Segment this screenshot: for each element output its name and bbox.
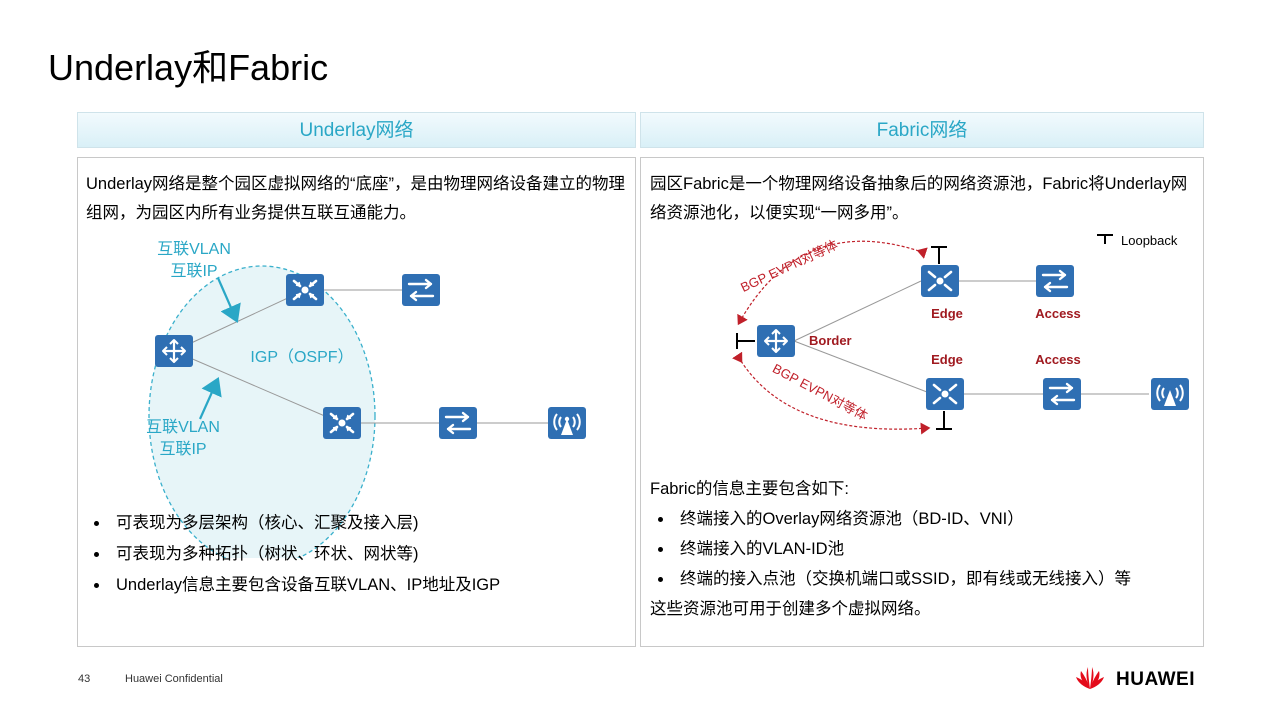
access-label-top: Access: [1035, 306, 1081, 321]
fabric-description: 园区Fabric是一个物理网络设备抽象后的网络资源池，Fabric将Underl…: [650, 175, 1188, 222]
loopback-label: Loopback: [1121, 233, 1178, 248]
bgp-label-bottom: BGP EVPN对等体: [770, 361, 870, 424]
bgp-peer-arc-top: [737, 240, 928, 326]
underlay-bullet-list: 可表现为多层架构（核心、汇聚及接入层) 可表现为多种拓扑（树状、环状、网状等) …: [86, 508, 500, 601]
access-switch-top: [1034, 263, 1076, 299]
access-label-bottom: Access: [1035, 352, 1081, 367]
link: [173, 350, 342, 424]
edge-label-bottom: Edge: [931, 352, 963, 367]
list-item: 终端的接入点池（交换机端口或SSID，即有线或无线接入）等: [650, 564, 1131, 594]
access-switch-bottom: [1041, 376, 1083, 412]
annotation-arrow: [198, 376, 222, 420]
fabric-info-title: Fabric的信息主要包含如下:: [650, 480, 849, 498]
aggregation-switch-bottom: [321, 405, 363, 441]
loopback-marker: [931, 246, 947, 264]
wireless-ap: [547, 406, 587, 440]
igp-domain-ellipse: [148, 265, 376, 558]
bgp-label-top: BGP EVPN对等体: [738, 237, 840, 295]
fabric-bullet-list: 终端接入的Overlay网络资源池（BD-ID、VNI） 终端接入的VLAN-I…: [650, 504, 1131, 594]
page-number: 43: [78, 673, 91, 685]
fabric-panel: 园区Fabric是一个物理网络设备抽象后的网络资源池，Fabric将Underl…: [640, 157, 1204, 647]
brand-name: HUAWEI: [1116, 669, 1195, 690]
loopback-marker: [936, 411, 952, 430]
fabric-tail-text: 这些资源池可用于创建多个虚拟网络。: [650, 600, 931, 618]
list-item: 终端接入的VLAN-ID池: [650, 534, 1131, 564]
underlay-diagram: 互联VLAN 互联IP IGP（OSPF） 互联VLAN 互联IP: [146, 240, 587, 558]
list-item: Underlay信息主要包含设备互联VLAN、IP地址及IGP: [86, 570, 500, 601]
fabric-diagram: Loopback BGP EVPN对等体 BGP EVPN对等体 Border …: [732, 233, 1190, 435]
link: [793, 280, 922, 342]
label-interconnect-vlan-bottom: 互联VLAN: [146, 418, 220, 436]
loopback-marker: [736, 333, 755, 349]
edge-switch-bottom: [924, 376, 966, 412]
edge-switch-top: [919, 263, 961, 299]
label-igp: IGP（OSPF）: [250, 348, 353, 366]
underlay-panel: Underlay网络是整个园区虚拟网络的“底座”，是由物理网络设备建立的物理组网…: [77, 157, 636, 647]
access-switch-top: [400, 272, 442, 308]
access-switch-bottom: [437, 405, 479, 441]
confidential-label: Huawei Confidential: [125, 673, 223, 685]
core-router: [153, 333, 195, 369]
list-item: 终端接入的Overlay网络资源池（BD-ID、VNI）: [650, 504, 1131, 534]
list-item: 可表现为多种拓扑（树状、环状、网状等): [86, 539, 500, 570]
loopback-icon: [1097, 234, 1113, 244]
label-interconnect-ip-top: 互联IP: [170, 262, 217, 280]
huawei-logo-icon: [1076, 667, 1104, 689]
label-interconnect-vlan-top: 互联VLAN: [157, 240, 231, 258]
underlay-description: Underlay网络是整个园区虚拟网络的“底座”，是由物理网络设备建立的物理组网…: [86, 175, 626, 222]
label-interconnect-ip-bottom: 互联IP: [159, 440, 206, 458]
fabric-panel-header: Fabric网络: [640, 112, 1204, 148]
list-item: 可表现为多层架构（核心、汇聚及接入层): [86, 508, 500, 539]
border-label: Border: [809, 333, 852, 348]
bgp-peer-arc-bottom: [732, 351, 931, 435]
annotation-arrow: [216, 277, 241, 324]
edge-label-top: Edge: [931, 306, 963, 321]
aggregation-switch-top: [284, 272, 326, 308]
page-title: Underlay和Fabric: [48, 47, 329, 88]
wireless-ap: [1150, 377, 1190, 411]
border-router: [755, 323, 797, 359]
underlay-panel-header: Underlay网络: [77, 112, 636, 148]
